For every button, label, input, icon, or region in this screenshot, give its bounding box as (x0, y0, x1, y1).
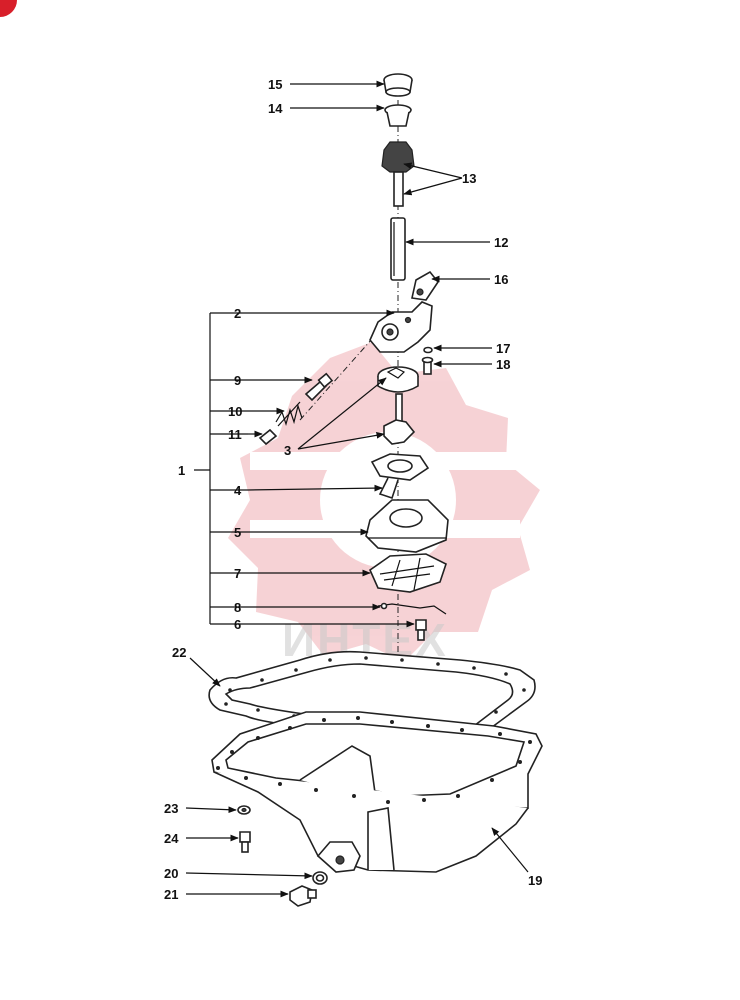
part-15-seal-cap (383, 73, 413, 97)
part-6-bolt (415, 619, 427, 641)
callout-19: 19 (528, 873, 542, 888)
callout-12: 12 (494, 235, 508, 250)
part-20-drain-washer (312, 871, 328, 885)
callout-24: 24 (164, 831, 179, 846)
part-23-washer (237, 805, 251, 815)
part-3-outer-rotor (377, 366, 419, 393)
callout-14: 14 (268, 101, 283, 116)
corner-badge-icon (0, 0, 17, 17)
part-2-pump-body (369, 301, 433, 353)
callout-13: 13 (462, 171, 476, 186)
part-24-bolt (239, 831, 251, 853)
callout-15: 15 (268, 77, 282, 92)
callout-16: 16 (494, 272, 508, 287)
callout-11: 11 (228, 427, 242, 442)
leader-lines (185, 80, 529, 898)
part-13-drive-gear (381, 141, 415, 207)
callout-2: 2 (234, 306, 241, 321)
part-5-strainer-housing (365, 499, 449, 553)
pump-axis-line (299, 329, 381, 421)
callout-23: 23 (164, 801, 178, 816)
part-8-retaining-clip (377, 602, 447, 615)
callout-7: 7 (234, 566, 241, 581)
callout-3: 3 (284, 443, 291, 458)
callout-1: 1 (178, 463, 185, 478)
callout-22: 22 (172, 645, 186, 660)
part-16-clamp-plate (411, 270, 439, 301)
part-18-bolt (421, 356, 434, 375)
callout-6: 6 (234, 617, 241, 632)
callout-17: 17 (496, 341, 510, 356)
part-14-washer (384, 104, 412, 127)
part-4-pickup-cover (370, 453, 430, 500)
part-21-drain-plug (289, 885, 317, 907)
callout-18: 18 (496, 357, 510, 372)
callout-21: 21 (164, 887, 178, 902)
callout-9: 9 (234, 373, 241, 388)
callout-4: 4 (234, 483, 242, 498)
callout-5: 5 (234, 525, 241, 540)
part-3-inner-rotor (383, 393, 416, 445)
callout-8: 8 (234, 600, 241, 615)
callout-20: 20 (164, 866, 178, 881)
part-19-oil-pan (211, 711, 543, 873)
part-11-plug (258, 428, 278, 446)
part-12-shaft (390, 217, 406, 281)
part-9-relief-plunger (304, 372, 334, 402)
part-17-lock-washer (423, 346, 433, 354)
callout-10: 10 (228, 404, 242, 419)
part-7-strainer-screen (369, 553, 447, 593)
